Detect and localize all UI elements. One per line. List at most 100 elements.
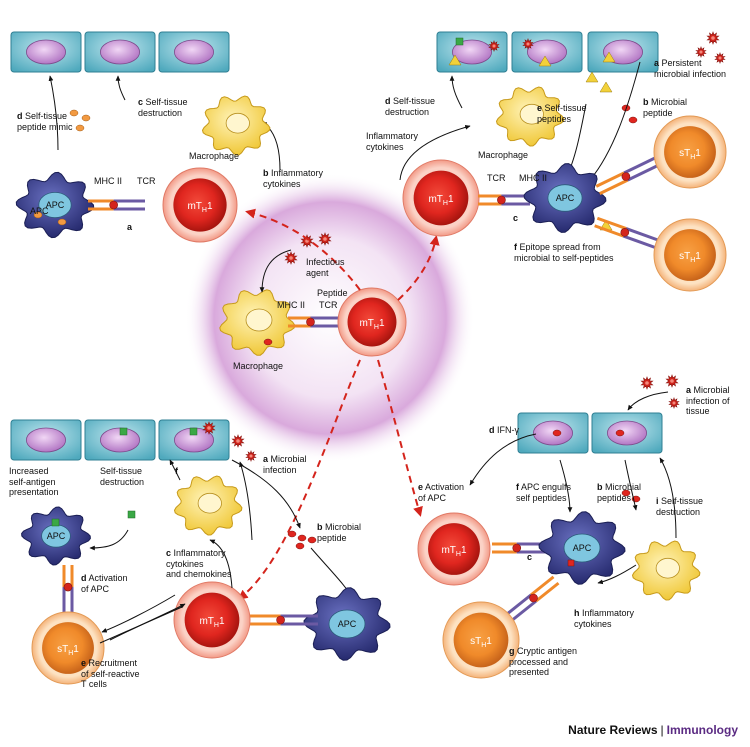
mhc-tcr-synapse bbox=[502, 575, 560, 625]
microbe-core bbox=[236, 439, 240, 443]
self-reactive-th1-cell: sTH1 bbox=[31, 611, 105, 685]
self-reactive-th1-cell: sTH1 bbox=[442, 601, 520, 679]
microbe bbox=[300, 234, 314, 248]
br-a-arrow bbox=[627, 391, 669, 411]
peptide-dot bbox=[552, 429, 562, 437]
mhc-bar bbox=[595, 171, 625, 188]
microbe-core bbox=[323, 237, 327, 241]
macrophage-nucleus bbox=[519, 103, 544, 125]
br-d-label: d IFN-γ bbox=[489, 425, 520, 435]
apc-nucleus bbox=[547, 184, 583, 212]
microbe-core bbox=[526, 42, 530, 46]
apc-label: APC bbox=[47, 531, 66, 541]
self-peptide-marker bbox=[189, 427, 198, 436]
microbe bbox=[231, 434, 245, 448]
peptide bbox=[497, 195, 506, 205]
arrow-to-top-right bbox=[397, 235, 440, 301]
tl-d-label: d Self-tissue peptide mimic bbox=[17, 111, 73, 132]
bl-infection-arrow bbox=[231, 459, 301, 529]
tl-macrophage-label: Macrophage bbox=[189, 151, 240, 161]
br-c-letter: c bbox=[527, 552, 533, 562]
memory-th1-cell: mTH1 bbox=[417, 512, 491, 586]
microbe bbox=[665, 374, 679, 388]
epithelial-cell bbox=[587, 31, 659, 73]
peptide bbox=[63, 582, 73, 592]
macrophage-cell bbox=[631, 540, 701, 601]
arrow-to-bottom-left bbox=[237, 359, 361, 600]
bl-a-label: a Microbial infection bbox=[263, 454, 307, 475]
microbe-core bbox=[645, 381, 649, 385]
peptide-dot bbox=[263, 338, 273, 346]
epithelial-cell bbox=[158, 31, 230, 73]
peptide bbox=[276, 615, 285, 625]
epithelial-nucleus bbox=[173, 39, 214, 65]
mimic-peptide-dot bbox=[69, 109, 79, 117]
bl-c-arrow bbox=[209, 539, 233, 589]
epithelial-cell bbox=[158, 419, 230, 461]
bl-e-label: e Recruitment of self-reactive T cells bbox=[81, 658, 140, 689]
apc-label: APC bbox=[573, 543, 592, 553]
microbe bbox=[488, 40, 500, 52]
bl-destruction-to-apc-arrow bbox=[89, 529, 129, 551]
mhc-tcr-synapse bbox=[478, 194, 530, 206]
microbe bbox=[640, 376, 654, 390]
apc-nucleus bbox=[328, 609, 366, 639]
mhc-bar bbox=[535, 581, 560, 603]
macrophage-cell bbox=[201, 95, 271, 156]
apc-label: APC bbox=[338, 619, 357, 629]
microbe-core bbox=[672, 401, 676, 405]
tcell-nucleus bbox=[42, 622, 94, 674]
mimic-peptide-dot bbox=[57, 218, 67, 226]
macrophage-cell bbox=[219, 289, 296, 356]
cryptic-peptide-marker bbox=[567, 559, 575, 567]
br-i-label: i Self-tissue destruction bbox=[656, 496, 704, 517]
tcell-label: mTH1 bbox=[428, 194, 454, 207]
footer-separator: | bbox=[660, 723, 664, 737]
journal-footer: Nature Reviews|Immunology bbox=[568, 723, 738, 737]
bl-f-arrow bbox=[169, 459, 181, 481]
memory-th1-cell: mTH1 bbox=[173, 581, 251, 659]
arrow-to-bottom-right bbox=[377, 359, 423, 517]
tl-a-letter: a bbox=[127, 222, 133, 232]
peptide bbox=[529, 593, 538, 603]
epithelial-cell bbox=[591, 412, 663, 454]
apc-cell: APC bbox=[523, 163, 607, 233]
tcell-label: mTH1 bbox=[187, 201, 213, 214]
peptide-dot bbox=[621, 489, 631, 497]
center-agent-label: Infectious agent bbox=[306, 257, 345, 278]
mimic-peptide-dot bbox=[33, 211, 43, 219]
center-mhc-label: MHC II bbox=[277, 300, 305, 310]
peptide-dot bbox=[287, 530, 297, 538]
microbe bbox=[284, 251, 298, 265]
tcell-label: mTH1 bbox=[359, 318, 385, 331]
tr-inflammatory-label: Inflammatory cytokines bbox=[366, 131, 419, 152]
tcell-label: sTH1 bbox=[57, 644, 79, 657]
epithelial-nucleus bbox=[25, 427, 67, 453]
self-peptide-marker bbox=[51, 518, 60, 527]
epithelial-nucleus bbox=[100, 39, 141, 65]
tr-c-letter: c bbox=[513, 213, 519, 223]
self-peptide-marker bbox=[455, 37, 464, 46]
tr-d-label: d Self-tissue destruction bbox=[385, 96, 436, 117]
tr-mhc-label: MHC II bbox=[519, 173, 547, 183]
tl-mhc-label: MHC II bbox=[94, 176, 122, 186]
center-peptide-label: Peptide bbox=[317, 288, 348, 298]
mimic-peptide-dot bbox=[81, 114, 91, 122]
peptide-dot bbox=[628, 116, 638, 124]
arrow-to-top-left bbox=[245, 208, 361, 291]
mhc-tcr-synapse bbox=[288, 316, 338, 328]
microbe-core bbox=[718, 56, 722, 60]
br-a-label: a Microbial infection of tissue bbox=[686, 385, 730, 416]
br-b-label: b Microbial peptides bbox=[597, 482, 642, 503]
mhc-tcr-synapse bbox=[594, 216, 662, 251]
tl-mimic-arrow bbox=[48, 75, 59, 151]
br-e-label: e Activation of APC bbox=[418, 482, 465, 503]
mhc-bar bbox=[596, 216, 627, 230]
tl-b-label: b Inflammatory cytokines bbox=[263, 168, 324, 189]
tcell-nucleus bbox=[347, 297, 397, 347]
journal-section: Immunology bbox=[666, 723, 738, 737]
macrophage-cell bbox=[495, 86, 565, 147]
apc-cell: APC bbox=[21, 506, 91, 566]
microbe-core bbox=[207, 426, 211, 430]
